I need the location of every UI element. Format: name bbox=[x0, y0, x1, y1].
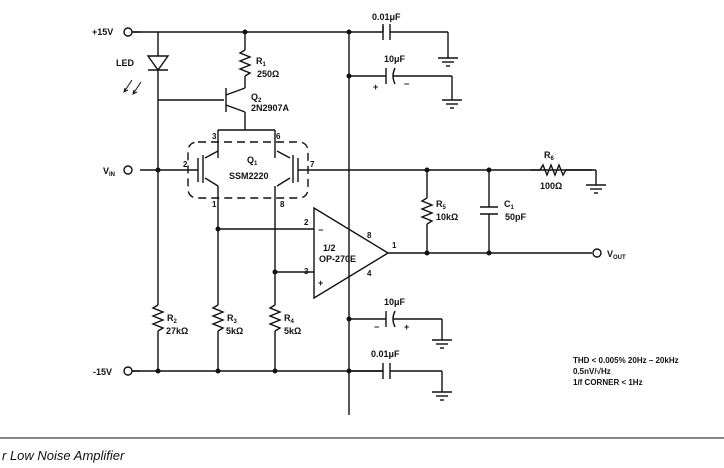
opamp-part: OP-270E bbox=[319, 254, 356, 264]
negative-rail-label: -15V bbox=[93, 367, 112, 377]
vout-terminal bbox=[592, 248, 602, 258]
cap-top-large-value: 10μF bbox=[384, 54, 406, 64]
r6-value: 100Ω bbox=[540, 181, 562, 191]
led-label: LED bbox=[116, 58, 135, 68]
vout-label: VOUT bbox=[607, 249, 626, 261]
ground-icon bbox=[432, 391, 452, 401]
r5-value: 10kΩ bbox=[436, 212, 458, 222]
q1-pin-1: 1 bbox=[212, 200, 217, 209]
q1-part: SSM2220 bbox=[229, 171, 269, 181]
c1-label: C1 bbox=[504, 199, 515, 211]
cap-bot-large-value: 10μF bbox=[384, 297, 406, 307]
r5-resistor bbox=[420, 197, 434, 225]
r1-value: 250Ω bbox=[257, 69, 279, 79]
r6-resistor bbox=[539, 163, 567, 177]
opamp-symbol bbox=[313, 206, 390, 300]
q1-label: Q1 bbox=[247, 155, 258, 167]
r3-resistor bbox=[211, 304, 225, 332]
r4-label: R4 bbox=[284, 313, 295, 325]
cap-bot-small-value: 0.01μF bbox=[371, 349, 400, 359]
ground-icon bbox=[442, 99, 462, 109]
spec-thd: THD < 0.005% 20Hz – 20kHz bbox=[573, 356, 679, 365]
op-pin-4: 4 bbox=[367, 269, 372, 278]
spec-corner: 1/f CORNER < 1Hz bbox=[573, 378, 643, 387]
q2-label: Q2 bbox=[251, 92, 262, 104]
q1-pin-2: 2 bbox=[183, 160, 188, 169]
spec-noise: 0.5nV/√Hz bbox=[573, 367, 611, 376]
cap-bot-minus: − bbox=[374, 322, 379, 332]
ground-icon bbox=[438, 57, 458, 67]
r4-resistor bbox=[268, 304, 282, 332]
r3-value: 5kΩ bbox=[226, 326, 243, 336]
op-minus-sign: − bbox=[318, 225, 323, 235]
r2-label: R2 bbox=[167, 313, 178, 325]
op-pin-2: 2 bbox=[304, 218, 309, 227]
q2-part: 2N2907A bbox=[251, 103, 290, 113]
r5-label: R5 bbox=[436, 199, 447, 211]
r1-label: R1 bbox=[256, 56, 267, 68]
op-pin-8: 8 bbox=[367, 231, 372, 240]
r3-label: R3 bbox=[227, 313, 238, 325]
cap-top-plus: + bbox=[373, 82, 378, 92]
positive-rail-label: +15V bbox=[92, 27, 113, 37]
figure-caption: r Low Noise Amplifier bbox=[2, 448, 125, 463]
ground-icon bbox=[586, 184, 606, 194]
opamp-fraction: 1/2 bbox=[323, 243, 336, 253]
q1-package-outline bbox=[187, 141, 309, 199]
op-pin-1: 1 bbox=[392, 241, 397, 250]
r2-resistor bbox=[151, 304, 165, 332]
op-pin-3: 3 bbox=[304, 267, 309, 276]
c1-value: 50pF bbox=[505, 212, 527, 222]
neg-rail-terminal bbox=[123, 366, 133, 376]
q1-pin-6: 6 bbox=[276, 132, 281, 141]
vin-terminal bbox=[123, 165, 133, 175]
led-icon bbox=[146, 55, 170, 72]
cap-bot-plus: + bbox=[404, 322, 409, 332]
r2-value: 27kΩ bbox=[166, 326, 188, 336]
vin-label: VIN bbox=[103, 166, 115, 178]
op-plus-sign: + bbox=[318, 278, 323, 288]
q1-pin-3: 3 bbox=[212, 132, 217, 141]
cap-top-minus: − bbox=[404, 79, 409, 89]
r1-resistor bbox=[238, 49, 252, 77]
ground-icon bbox=[432, 339, 452, 349]
r4-value: 5kΩ bbox=[284, 326, 301, 336]
r6-label: R6 bbox=[544, 150, 555, 162]
q1-pin-8: 8 bbox=[280, 200, 285, 209]
cap-top-small-value: 0.01μF bbox=[372, 12, 401, 22]
q1-pin-7: 7 bbox=[310, 160, 315, 169]
pos-rail-terminal bbox=[123, 27, 133, 37]
